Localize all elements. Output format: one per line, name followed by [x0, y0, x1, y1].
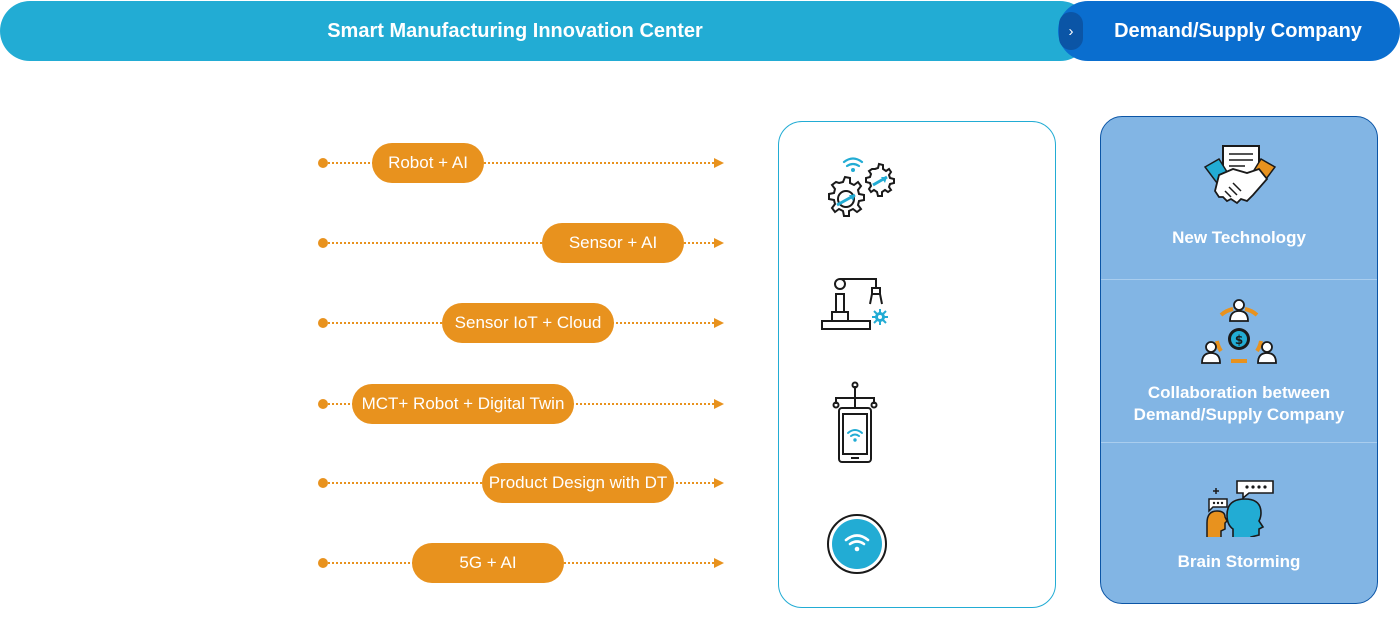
- arrow-right-icon: [714, 558, 724, 568]
- arrow-right-icon: [714, 399, 724, 409]
- tech-pill: 5G + AI: [412, 543, 564, 583]
- start-dot: [318, 318, 328, 328]
- technology-icon-panel: [778, 121, 1056, 608]
- start-dot: [318, 558, 328, 568]
- start-dot: [318, 478, 328, 488]
- start-dot: [318, 399, 328, 409]
- collaboration-cycle-icon: $: [1201, 297, 1277, 374]
- tech-row-sensor-iot-cloud: Sensor IoT + Cloud: [318, 303, 728, 343]
- tech-pill: Robot + AI: [372, 143, 484, 183]
- tech-label: Sensor IoT + Cloud: [454, 313, 602, 332]
- innovation-center-title: Smart Manufacturing Innovation Center: [327, 19, 703, 42]
- tech-row-mct-robot-dt: MCT+ Robot + Digital Twin: [318, 384, 728, 424]
- start-dot: [318, 158, 328, 168]
- tech-pill: MCT+ Robot + Digital Twin: [352, 384, 574, 424]
- tech-pill: Sensor + AI: [542, 223, 684, 263]
- collaboration-label: Collaboration between Demand/Supply Comp…: [1133, 383, 1345, 424]
- company-activity-panel: New Technology: [1100, 116, 1378, 604]
- arrow-right-icon: [714, 478, 724, 488]
- tech-label: 5G + AI: [459, 553, 517, 572]
- brain-storming-item: Brain Storming: [1101, 443, 1377, 603]
- svg-text:$: $: [1235, 333, 1243, 347]
- tech-label: Sensor + AI: [568, 233, 658, 252]
- tech-row-5g-ai: 5G + AI: [318, 543, 728, 583]
- gears-wifi-icon: [815, 155, 897, 230]
- company-title: Demand/Supply Company: [1114, 19, 1362, 42]
- tech-pill: Sensor IoT + Cloud: [442, 303, 614, 343]
- arrow-right-icon: [714, 238, 724, 248]
- chevron-right-icon: ›: [1059, 12, 1083, 50]
- dotted-connector: [328, 162, 718, 164]
- tech-label: MCT+ Robot + Digital Twin: [361, 394, 565, 413]
- start-dot: [318, 238, 328, 248]
- arrow-right-icon: [714, 158, 724, 168]
- innovation-center-banner: Smart Manufacturing Innovation Center: [0, 1, 1090, 61]
- tech-row-sensor-ai: Sensor + AI: [318, 223, 728, 263]
- brainstorm-heads-icon: [1203, 465, 1277, 542]
- new-technology-label: New Technology: [1172, 228, 1306, 247]
- tech-label: Product Design with DT: [488, 473, 668, 492]
- wifi-circle-icon: [826, 513, 888, 580]
- panel-divider: [1101, 279, 1377, 280]
- smartphone-wifi-icon: [832, 380, 880, 471]
- tech-row-product-design-dt: Product Design with DT: [318, 463, 728, 503]
- robot-arm-icon: [818, 272, 894, 339]
- brain-storming-label: Brain Storming: [1177, 552, 1301, 571]
- handshake-contract-icon: [1203, 143, 1277, 218]
- company-banner: Demand/Supply Company: [1058, 1, 1400, 61]
- arrow-right-icon: [714, 318, 724, 328]
- collaboration-item: $ Collaboration between Demand/Supply Co…: [1101, 280, 1377, 442]
- panel-divider: [1101, 442, 1377, 443]
- dotted-connector: [328, 242, 718, 244]
- tech-pill: Product Design with DT: [482, 463, 674, 503]
- new-technology-item: New Technology: [1101, 117, 1377, 279]
- tech-row-robot-ai: Robot + AI: [318, 143, 728, 183]
- tech-label: Robot + AI: [388, 153, 468, 172]
